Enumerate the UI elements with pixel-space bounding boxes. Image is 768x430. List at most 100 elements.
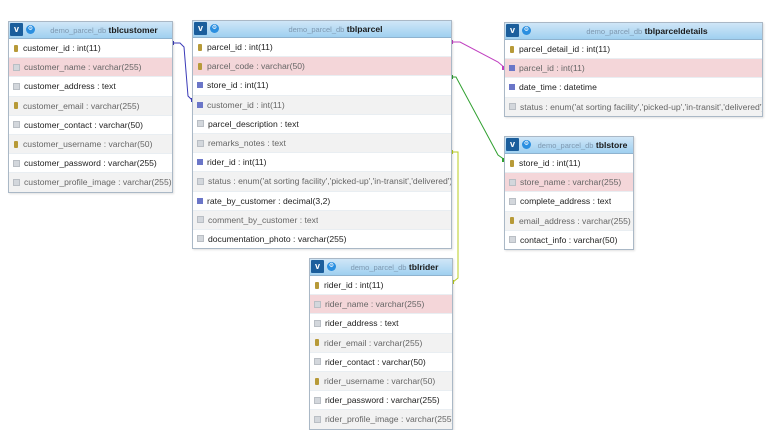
toggle-view-button[interactable]: v xyxy=(311,260,324,273)
column-icon xyxy=(314,415,321,423)
column-row[interactable]: store_id : int(11) xyxy=(193,76,451,96)
toggle-view-button[interactable]: v xyxy=(506,138,519,151)
column-row[interactable]: rider_username : varchar(50) xyxy=(310,371,452,392)
column-row[interactable]: comment_by_customer : text xyxy=(193,210,451,230)
column-row[interactable]: rider_name : varchar(255) xyxy=(310,295,452,315)
column-label: customer_address : text xyxy=(24,81,116,92)
column-icon xyxy=(509,197,516,205)
column-list: parcel_id : int(11)parcel_code : varchar… xyxy=(193,38,451,248)
table-header[interactable]: v ⚙ demo_parcel_db tblparceldetails xyxy=(505,23,762,40)
toggle-view-button[interactable]: v xyxy=(506,24,519,37)
column-row[interactable]: rider_password : varchar(255) xyxy=(310,391,452,411)
table-tblparcel[interactable]: v ⚙ demo_parcel_db tblparcel parcel_id :… xyxy=(192,20,452,250)
foreign-key-icon xyxy=(197,159,203,166)
column-row[interactable]: status : enum('at sorting facility','pic… xyxy=(193,172,451,192)
table-name: tblcustomer xyxy=(108,25,158,35)
table-options-icon[interactable]: ⚙ xyxy=(522,140,531,149)
column-row[interactable]: rider_profile_image : varchar(255) xyxy=(310,410,452,429)
column-label: customer_id : int(11) xyxy=(23,43,101,53)
column-row[interactable]: store_id : int(11) xyxy=(505,154,633,174)
table-options-icon[interactable]: ⚙ xyxy=(210,24,219,33)
column-row[interactable]: date_time : datetime xyxy=(505,78,762,98)
column-row[interactable]: contact_info : varchar(50) xyxy=(505,231,633,249)
table-header[interactable]: v ⚙ demo_parcel_db tblstore xyxy=(505,137,633,154)
database-name: demo_parcel_db xyxy=(50,26,107,35)
column-row[interactable]: rider_contact : varchar(50) xyxy=(310,353,452,372)
table-options-icon[interactable]: ⚙ xyxy=(26,25,35,34)
column-row[interactable]: rider_id : int(11) xyxy=(193,153,451,173)
column-row[interactable]: remarks_notes : text xyxy=(193,133,451,154)
column-row[interactable]: complete_address : text xyxy=(505,192,633,212)
table-options-icon[interactable]: ⚙ xyxy=(522,26,531,35)
key-icon xyxy=(198,62,202,70)
column-icon xyxy=(314,396,321,404)
column-row[interactable]: store_name : varchar(255) xyxy=(505,173,633,193)
column-row[interactable]: customer_address : text xyxy=(9,77,172,97)
column-row[interactable]: documentation_photo : varchar(255) xyxy=(193,230,451,248)
column-label: email_address : varchar(255) xyxy=(519,215,631,226)
table-header[interactable]: v ⚙ demo_parcel_db tblparcel xyxy=(193,21,451,38)
column-row[interactable]: customer_id : int(11) xyxy=(9,39,172,59)
column-row[interactable]: rider_address : text xyxy=(310,314,452,334)
column-icon xyxy=(314,358,321,366)
key-icon xyxy=(14,44,18,52)
key-icon xyxy=(14,102,18,110)
key-icon xyxy=(510,45,514,53)
column-label: store_id : int(11) xyxy=(519,158,581,168)
column-label: rider_name : varchar(255) xyxy=(325,299,425,310)
foreign-key-icon xyxy=(197,101,203,108)
table-title: demo_parcel_db tblparcel xyxy=(223,23,448,36)
column-row[interactable]: customer_id : int(11) xyxy=(193,95,451,115)
column-row[interactable]: parcel_detail_id : int(11) xyxy=(505,40,762,60)
column-label: parcel_detail_id : int(11) xyxy=(519,44,611,54)
key-icon xyxy=(315,339,319,347)
column-icon xyxy=(509,103,516,111)
table-tblstore[interactable]: v ⚙ demo_parcel_db tblstore store_id : i… xyxy=(504,136,634,250)
foreign-key-icon xyxy=(509,65,515,72)
column-row[interactable]: rider_email : varchar(255) xyxy=(310,333,452,353)
column-icon xyxy=(13,63,20,71)
toggle-view-button[interactable]: v xyxy=(10,23,23,36)
table-tblparceldetails[interactable]: v ⚙ demo_parcel_db tblparceldetails parc… xyxy=(504,22,763,117)
column-row[interactable]: customer_password : varchar(255) xyxy=(9,154,172,174)
column-row[interactable]: customer_name : varchar(255) xyxy=(9,58,172,78)
column-label: store_id : int(11) xyxy=(207,80,269,91)
column-label: customer_profile_image : varchar(255) xyxy=(24,177,172,188)
key-icon xyxy=(510,217,514,225)
column-row[interactable]: rider_id : int(11) xyxy=(310,276,452,296)
column-row[interactable]: customer_username : varchar(50) xyxy=(9,134,172,155)
foreign-key-icon xyxy=(197,197,203,204)
foreign-key-icon xyxy=(197,82,203,89)
column-row[interactable]: parcel_description : text xyxy=(193,115,451,134)
column-label: rider_id : int(11) xyxy=(324,280,384,290)
column-label: contact_info : varchar(50) xyxy=(520,234,618,245)
table-header[interactable]: v ⚙ demo_parcel_db tblrider xyxy=(310,259,452,276)
table-tblcustomer[interactable]: v ⚙ demo_parcel_db tblcustomer customer_… xyxy=(8,21,173,193)
column-row[interactable]: rate_by_customer : decimal(3,2) xyxy=(193,192,451,211)
column-label: rate_by_customer : decimal(3,2) xyxy=(207,195,331,206)
column-row[interactable]: parcel_id : int(11) xyxy=(193,38,451,58)
column-label: rider_password : varchar(255) xyxy=(325,395,440,406)
table-tblrider[interactable]: v ⚙ demo_parcel_db tblrider rider_id : i… xyxy=(309,258,453,430)
column-list: rider_id : int(11) rider_name : varchar(2… xyxy=(310,276,452,429)
table-options-icon[interactable]: ⚙ xyxy=(327,262,336,271)
column-row[interactable]: customer_profile_image : varchar(255) xyxy=(9,173,172,192)
column-row[interactable]: customer_contact : varchar(50) xyxy=(9,116,172,135)
column-row[interactable]: customer_email : varchar(255) xyxy=(9,96,172,116)
column-icon xyxy=(197,177,204,185)
column-row[interactable]: parcel_id : int(11) xyxy=(505,59,762,79)
column-icon xyxy=(314,300,321,308)
database-name: demo_parcel_db xyxy=(288,25,345,34)
column-icon xyxy=(197,139,204,147)
column-label: rider_address : text xyxy=(325,318,399,329)
column-icon xyxy=(197,235,204,243)
column-icon xyxy=(13,82,20,90)
column-label: parcel_id : int(11) xyxy=(519,63,585,74)
column-row[interactable]: status : enum('at sorting facility','pic… xyxy=(505,97,762,116)
column-row[interactable]: email_address : varchar(255) xyxy=(505,211,633,231)
table-header[interactable]: v ⚙ demo_parcel_db tblcustomer xyxy=(9,22,172,39)
column-row[interactable]: parcel_code : varchar(50) xyxy=(193,57,451,77)
table-name: tblstore xyxy=(595,140,628,150)
toggle-view-button[interactable]: v xyxy=(194,22,207,35)
column-label: store_name : varchar(255) xyxy=(520,177,622,188)
